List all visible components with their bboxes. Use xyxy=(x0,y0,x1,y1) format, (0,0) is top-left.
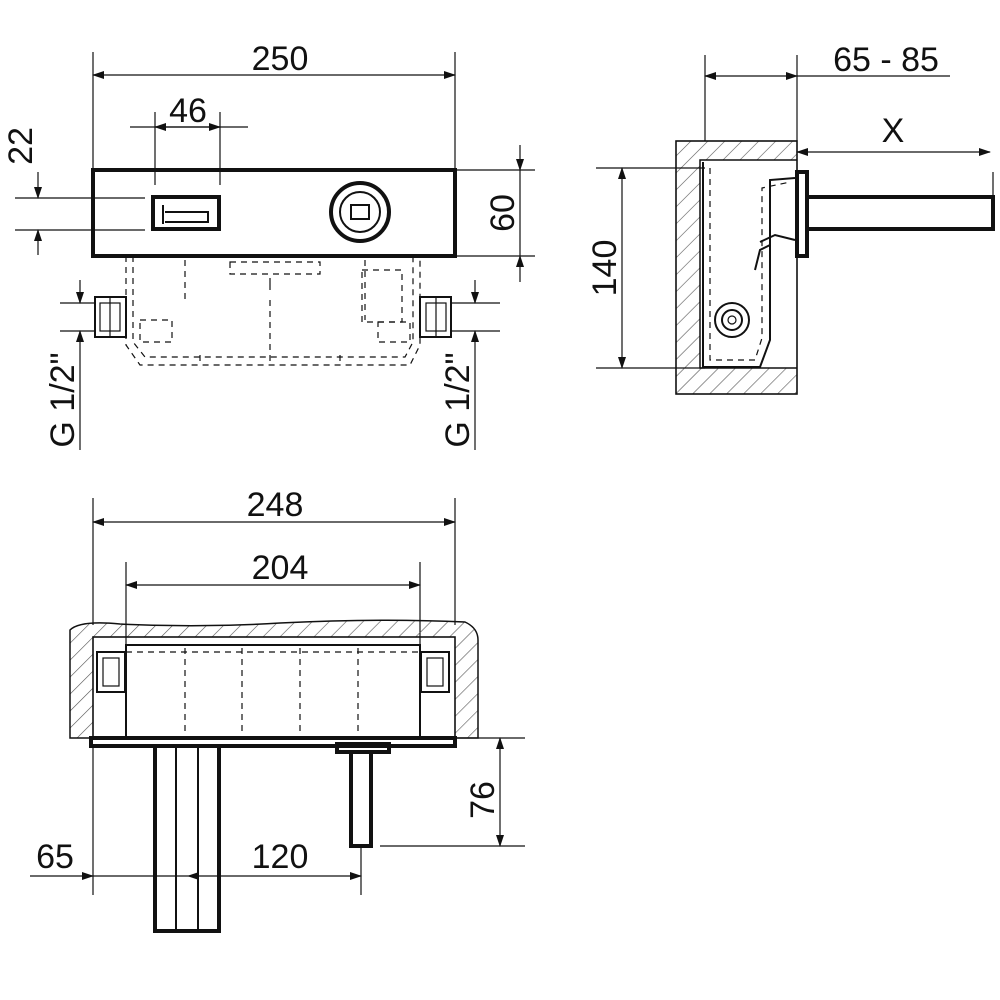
dim-label-140: 140 xyxy=(586,240,624,297)
dim-label-46: 46 xyxy=(169,92,207,130)
side-view: 65 - 85 X 140 xyxy=(586,41,995,395)
dim-label-x: X xyxy=(882,112,905,150)
dim-label-65-85: 65 - 85 xyxy=(833,41,939,79)
side-spout xyxy=(805,195,995,231)
wall-section-plan xyxy=(69,619,479,739)
handle-icon xyxy=(151,195,221,231)
dim-label-76: 76 xyxy=(464,781,502,819)
diverter-knob-icon xyxy=(329,181,391,243)
concealed-housing xyxy=(94,256,452,366)
dim-label-60: 60 xyxy=(484,194,522,232)
dim-label-120: 120 xyxy=(252,838,309,876)
dim-label-250: 250 xyxy=(252,40,309,78)
cover-plate xyxy=(89,736,457,748)
lever-icon xyxy=(335,742,391,848)
plan-view: 248 204 xyxy=(30,486,525,933)
spout-icon xyxy=(153,744,221,933)
thread-label-right: G 1/2" xyxy=(439,352,477,447)
dim-label-248: 248 xyxy=(247,486,304,524)
front-view: 250 46 22 60 xyxy=(2,40,535,450)
valve-body xyxy=(91,168,457,258)
thread-label-left: G 1/2" xyxy=(44,352,82,447)
dim-label-22: 22 xyxy=(2,127,40,165)
dim-label-65: 65 xyxy=(36,838,74,876)
dim-label-204: 204 xyxy=(252,549,309,587)
